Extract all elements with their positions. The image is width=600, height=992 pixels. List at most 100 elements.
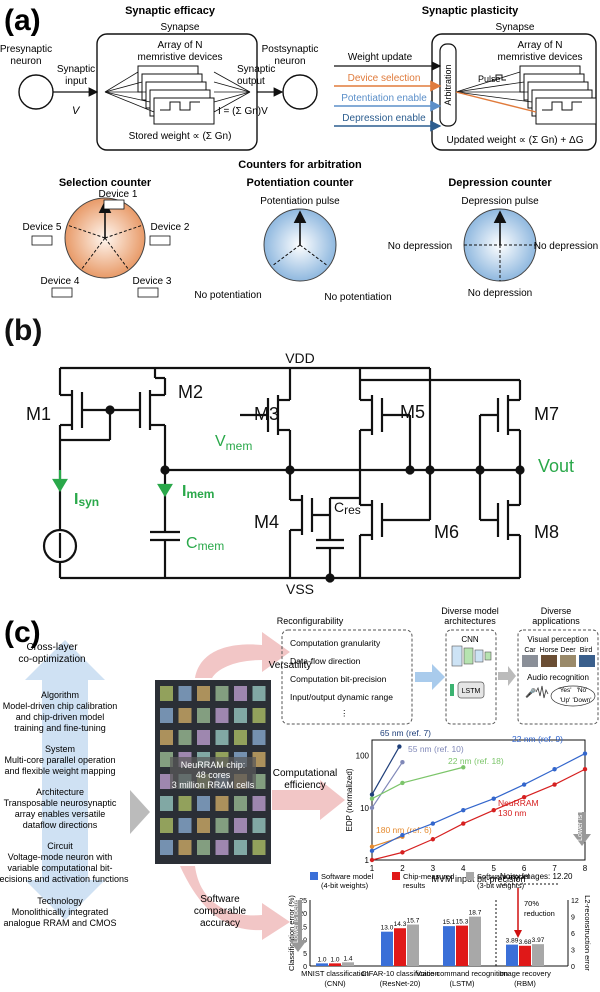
cross-layer-l1: Cross-layer [26, 642, 78, 653]
edp-series-line [371, 836, 403, 848]
bar [443, 926, 455, 966]
chip-core [234, 730, 247, 745]
lstm-label: LSTM [462, 688, 481, 695]
svg-text:array enables versatile: array enables versatile [15, 809, 106, 819]
svg-text:'Down': 'Down' [572, 697, 591, 704]
svg-text:⋮: ⋮ [340, 708, 349, 718]
efficacy-array-l1: Array of N [157, 40, 202, 51]
selected-device-line [455, 91, 537, 113]
edp-x-tick: 1 [370, 864, 375, 873]
lstm-icon [457, 681, 485, 699]
edp-point [521, 782, 527, 787]
chip-core [160, 730, 173, 745]
edp-point [461, 821, 466, 826]
no-depression-bottom: No depression [468, 288, 532, 299]
current-eq: I = (Σ Gn)V [218, 106, 268, 117]
m7-transistor [478, 392, 522, 520]
svg-text:Architecture: Architecture [36, 787, 84, 797]
edp-y-label: EDP (normalized) [345, 768, 354, 831]
chip-core [178, 686, 192, 701]
sw-acc-l1: Software [200, 894, 240, 905]
bar [407, 924, 419, 966]
bar-category-label: Image recovery [499, 969, 551, 978]
pulse-icon [492, 74, 506, 81]
chip-core [215, 796, 229, 811]
edp-point [397, 744, 402, 749]
chip-core [197, 730, 210, 745]
edp-series-line [371, 761, 403, 809]
svg-text:Deer: Deer [560, 647, 576, 654]
input-l1: Synaptic [57, 64, 95, 75]
chip-l2: 48 cores [196, 770, 231, 780]
edp-series-line [371, 753, 586, 852]
chip-core [252, 686, 266, 701]
device-2-label: Device 2 [151, 222, 190, 233]
efficacy-synapse-label: Synapse [161, 22, 200, 33]
noisy-images-annotation: Noisy images: 12.20 [500, 872, 573, 881]
bar-value-label: 14.3 [394, 921, 407, 928]
reconfig-box [281, 629, 413, 725]
bar-right-tick: 12 [571, 898, 579, 905]
edp-point [552, 767, 557, 772]
chip-core [160, 840, 173, 855]
bar-left-tick: 20 [299, 911, 307, 918]
bar-value-label: 3.97 [532, 937, 545, 944]
microphone-icon: 🎤 [525, 687, 536, 698]
reconfig-items: Computation granularity Data-flow direct… [290, 638, 393, 718]
efficacy-device-stack [137, 65, 215, 125]
bar [469, 916, 481, 966]
edp-x-tick: 6 [522, 864, 527, 873]
counters-title: Counters for arbitration [238, 159, 362, 171]
cnn-label: CNN [461, 635, 479, 644]
edp-series-label: 65 nm (ref. 7) [380, 728, 431, 738]
reconfig-to-arch-arrow [415, 664, 445, 690]
edp-point [461, 765, 466, 770]
chip-core [178, 796, 192, 811]
m1-label: M1 [26, 404, 51, 424]
svg-text:Model-driven chip calibration: Model-driven chip calibration [3, 701, 118, 711]
sw-acc-arrow [180, 866, 290, 940]
edp-x-tick: 4 [461, 864, 466, 873]
edp-y-tick: 100 [356, 752, 370, 761]
bar-category-sub: (LSTM) [450, 979, 476, 988]
chip-core [178, 818, 192, 833]
panel-b-label: (b) [4, 314, 42, 347]
plasticity-fan-lines [455, 71, 533, 103]
edp-point [430, 821, 436, 826]
device-4-label: Device 4 [41, 276, 80, 287]
potentiation-pulse-label: Potentiation pulse [260, 196, 340, 207]
depression-enable-label: Depression enable [342, 113, 426, 124]
chip-core [215, 840, 229, 855]
bar [519, 945, 531, 966]
bar [506, 944, 518, 966]
edp-series-label: 180 nm (ref. 6) [376, 825, 432, 835]
edp-point [582, 767, 588, 772]
edp-y-tick: 1 [365, 856, 370, 865]
edp-series-label: 22 nm (ref. 18) [448, 756, 504, 766]
chip-core [234, 796, 247, 811]
bar-right-tick: 3 [571, 948, 575, 955]
m6-label: M6 [434, 522, 459, 542]
edp-point [369, 844, 375, 849]
chip-core [197, 818, 210, 833]
edp-point [552, 782, 557, 787]
presynaptic-neuron-circle [18, 74, 54, 110]
edp-point [369, 848, 375, 854]
bar-right-ylabel: L2-reconstruction error [583, 895, 592, 971]
edp-y-tick: 10 [360, 804, 369, 813]
bar-value-label: 13.0 [381, 925, 394, 932]
bar-category-sub: (RBM) [514, 979, 536, 988]
diverse-app-l2: applications [532, 616, 580, 626]
reconfig-title: Reconfigurability [277, 616, 344, 626]
panel-b: (b) VDD VSS M1 [4, 314, 574, 597]
chip-core-grid [160, 686, 266, 855]
chip-core [234, 708, 247, 723]
edp-point [521, 795, 527, 800]
edp-point [369, 796, 375, 801]
bar-category-label: Voice command recognition [416, 969, 508, 978]
lstm-input-bar [450, 684, 454, 696]
cnn-icon [451, 645, 492, 667]
no-depression-right: No depression [534, 241, 598, 252]
chip-core [215, 818, 229, 833]
